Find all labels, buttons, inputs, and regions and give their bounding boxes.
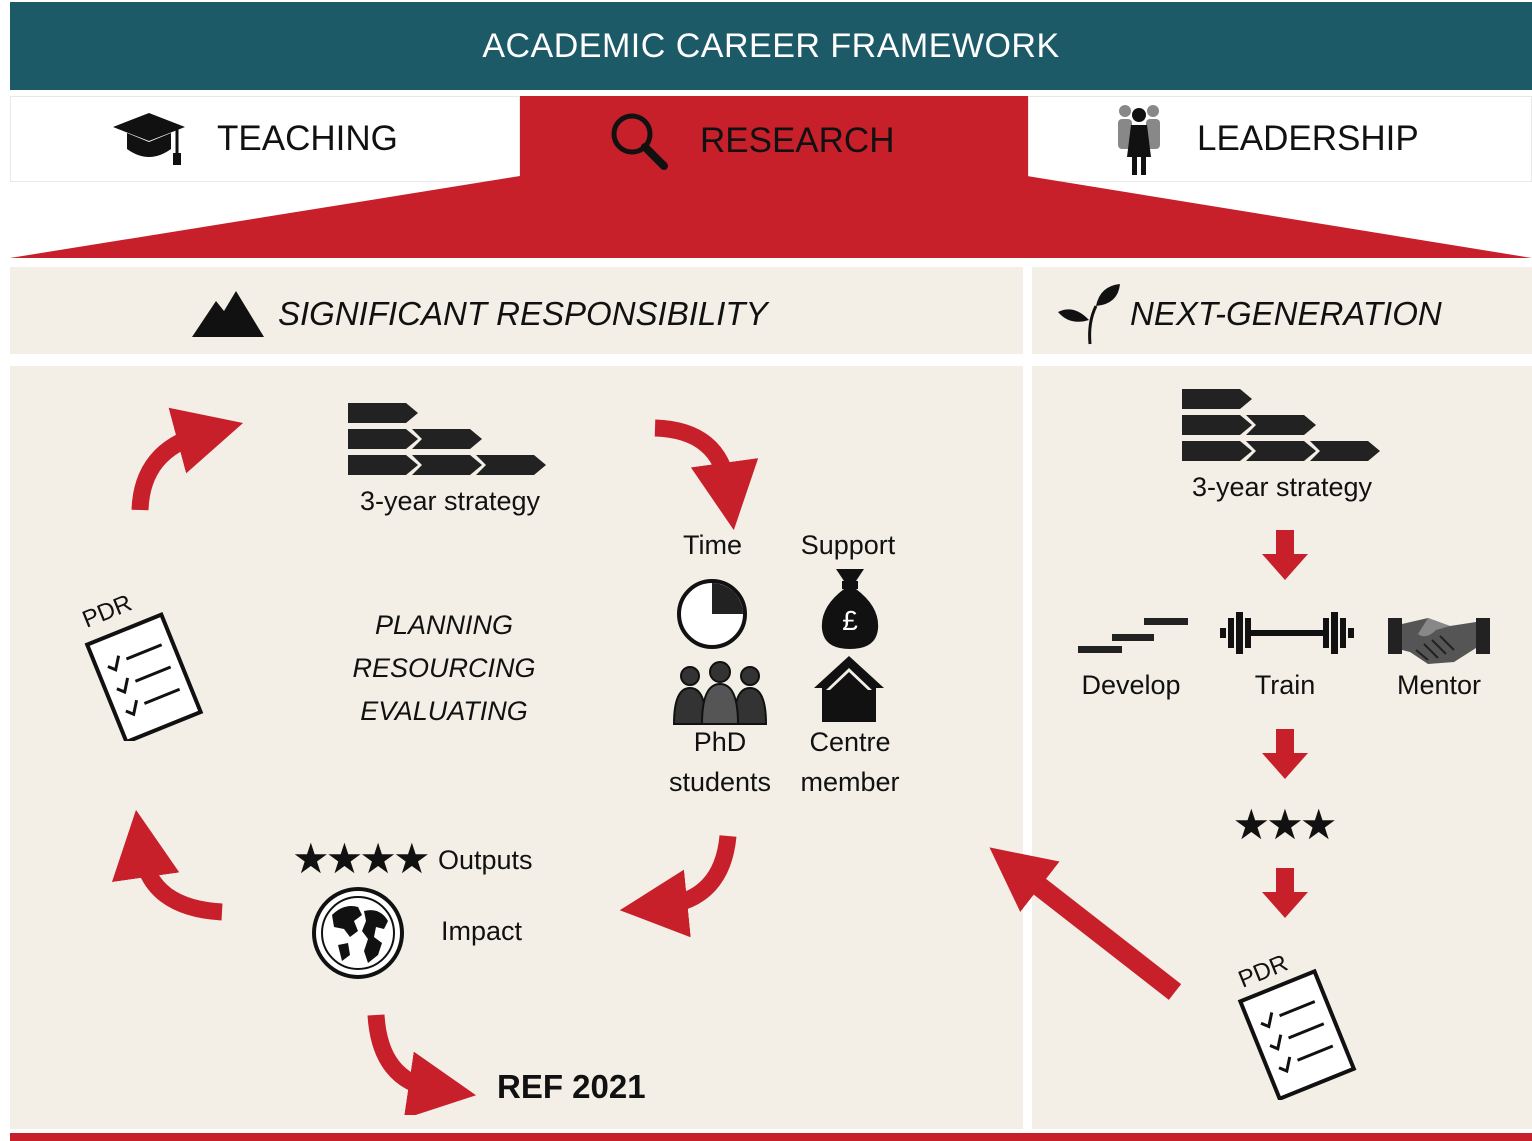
bottom-accent-line [10,1133,1532,1141]
cycle-arrows [111,407,759,938]
cycle-arrow-top-right [654,419,759,531]
next-generation-bar [1032,267,1532,354]
left-strategy-label: 3-year strategy [359,486,541,516]
people-group-icon [1111,101,1167,177]
mountain-icon [192,289,264,339]
globe-icon [312,887,404,979]
tab-teaching-label: TEACHING [217,119,398,158]
centre-label-line2: member [800,767,900,797]
right-pdr-checklist-icon [1237,968,1357,1100]
significant-responsibility-bar [10,267,1023,354]
clock-icon [677,579,747,649]
pdr-checklist-icon [84,612,204,741]
phd-label-line1: PhD [693,727,747,757]
significant-responsibility-title: SIGNIFICANT RESPONSIBILITY [278,295,768,332]
right-strategy-chevrons-icon [1182,389,1380,461]
planning-label: PLANNING [374,610,514,640]
tab-leadership[interactable]: LEADERSHIP [1028,96,1532,182]
house-icon [814,656,884,722]
next-generation-title: NEXT-GENERATION [1130,295,1442,332]
tab-leadership-label: LEADERSHIP [1197,119,1419,158]
three-stars: ★★★ [1232,801,1338,848]
magnifier-icon [608,110,670,172]
train-label: Train [1254,670,1316,700]
phd-students-icon [672,661,768,725]
strategy-chevrons-icon [348,403,546,475]
framework-title: ACADEMIC CAREER FRAMEWORK [482,26,1060,65]
handshake-icon [1388,618,1490,664]
framework-header: ACADEMIC CAREER FRAMEWORK [10,2,1532,90]
down-arrow-2 [1262,729,1308,779]
cycle-arrow-bottom-left [111,809,223,921]
centre-label-line1: Centre [809,727,891,757]
ref-arrow [367,1014,477,1115]
research-expansion-shape [10,176,1532,258]
sprout-icon [1056,282,1122,346]
impact-label: Impact [441,916,523,946]
outputs-stars: ★★★★ [292,835,431,882]
tab-teaching[interactable]: TEACHING [10,96,520,182]
cycle-arrow-top-left [131,407,244,511]
mentor-label: Mentor [1396,670,1482,700]
pound-symbol: £ [842,605,858,636]
significant-responsibility-heading: SIGNIFICANT RESPONSIBILITY [192,286,768,342]
down-arrow-3 [1262,868,1308,918]
support-label: Support [800,530,896,560]
money-bag-icon: £ [818,567,882,651]
next-generation-heading: NEXT-GENERATION [1056,282,1442,346]
significant-responsibility-panel [10,366,1023,1129]
ref-2021-label: REF 2021 [497,1068,646,1105]
evaluating-label: EVALUATING [360,696,528,726]
down-arrow-1 [1262,530,1308,580]
steps-icon [1078,618,1188,653]
time-label: Time [683,530,742,560]
develop-label: Develop [1081,670,1181,700]
phd-label-line2: students [668,767,772,797]
tab-row: TEACHING RESEARCH LEADERSHIP [10,96,1532,186]
dumbbell-icon [1220,612,1354,654]
resourcing-label: RESOURCING [352,653,536,683]
right-strategy-label: 3-year strategy [1191,472,1373,502]
tab-research-label: RESEARCH [700,121,895,160]
cycle-arrow-bottom-right [619,834,737,938]
graduation-cap-icon [111,109,187,169]
feedback-arrow [989,847,1182,1000]
outputs-label: Outputs [438,845,533,875]
tab-research[interactable]: RESEARCH [520,96,1028,186]
